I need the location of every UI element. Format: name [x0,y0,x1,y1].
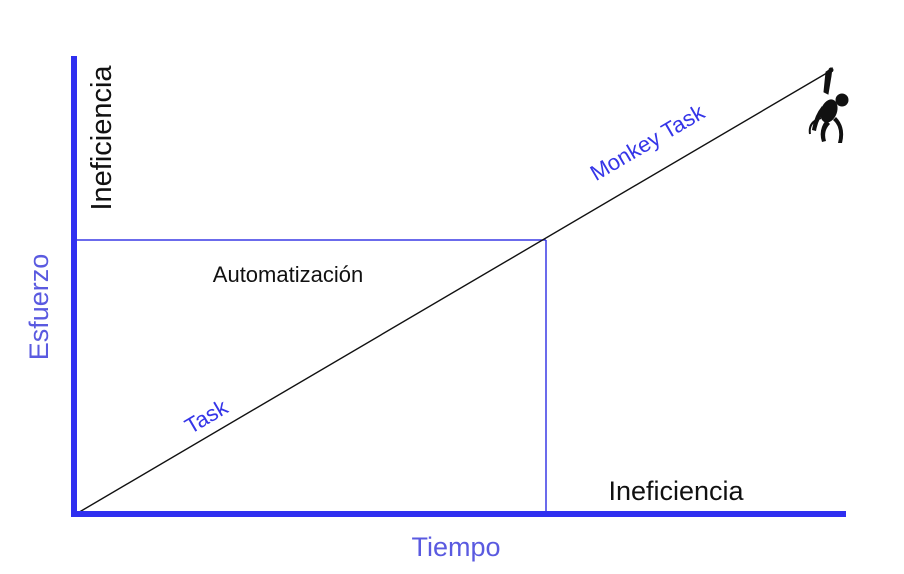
task-diagonal-line [75,69,833,515]
y-axis-label: Esfuerzo [24,254,54,361]
monkey-icon [808,66,849,143]
monkey-task-label: Monkey Task [586,99,710,186]
bottom-right-inefficiency-label: Ineficiencia [608,476,744,506]
task-label: Task [180,394,233,439]
top-left-inefficiency-label: Ineficiencia [86,65,118,211]
x-axis-label: Tiempo [411,532,500,562]
automation-label: Automatización [213,262,363,287]
